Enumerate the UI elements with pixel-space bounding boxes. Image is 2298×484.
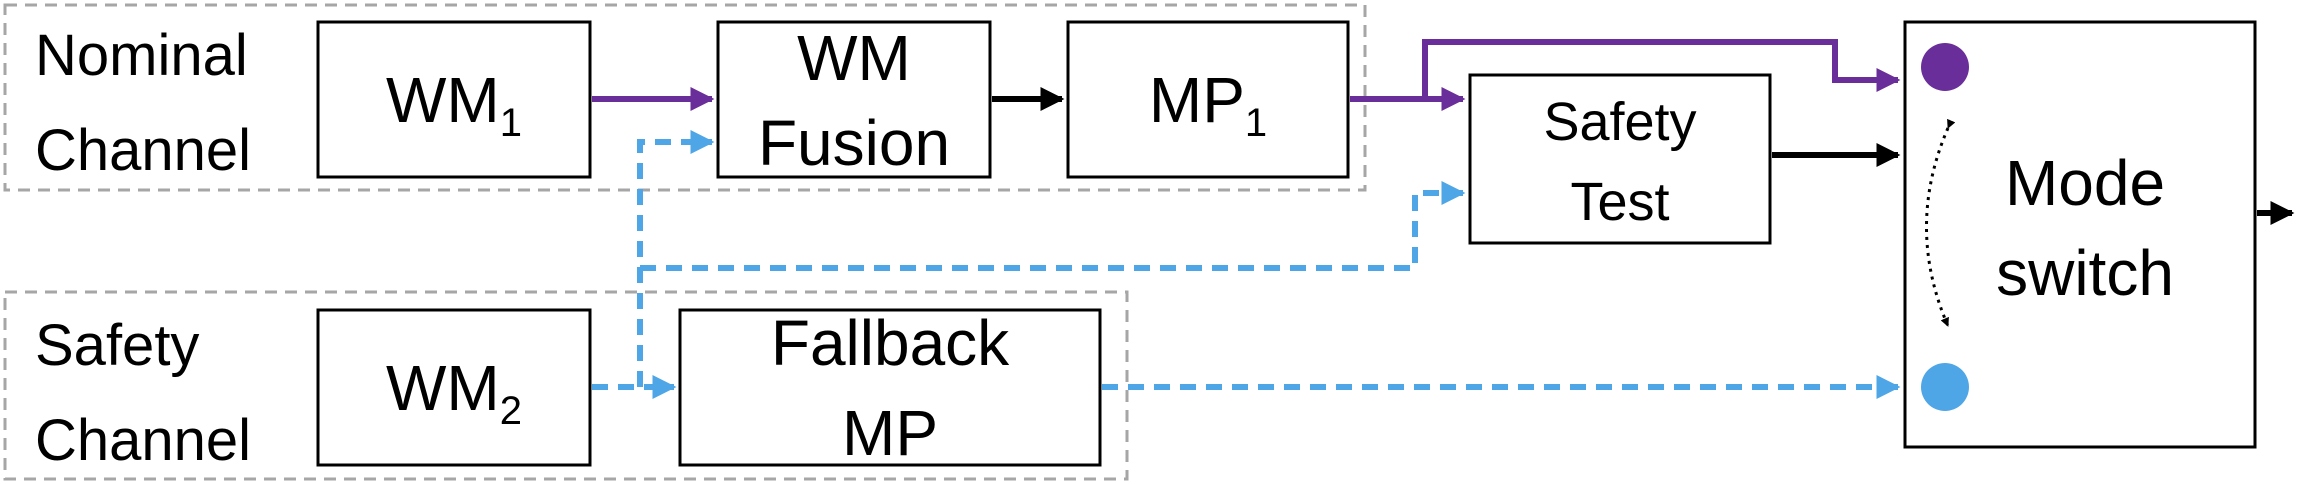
fallback-mp-block: Fallback MP	[678, 307, 1102, 469]
mp1-subscript: 1	[1245, 101, 1267, 145]
fallback-mp-label-line1: Fallback	[771, 307, 1010, 379]
nominal-input-dot	[1921, 43, 1969, 91]
safety-test-label-line1: Safety	[1543, 92, 1696, 152]
mode-switch-label-line1: Mode	[2005, 147, 2165, 219]
safety-input-dot	[1921, 363, 1969, 411]
safety-channel-label-line2: Channel	[35, 408, 251, 473]
nominal-channel-frame	[3, 3, 1367, 192]
wm-fusion-label-line2: Fusion	[758, 107, 950, 179]
switch-toggle-arrow	[1925, 118, 1956, 327]
arrow-mp1-to-mode-switch	[1350, 39, 1901, 102]
wm2-subscript: 2	[500, 389, 522, 433]
wm-fusion-label-line1: WM	[797, 22, 911, 94]
safety-test-label-line2: Test	[1570, 172, 1669, 232]
mp1-block: MP1	[1066, 20, 1350, 179]
arrow-wm2-to-safety-test	[640, 181, 1466, 271]
wm2-label: WM	[386, 352, 500, 424]
safety-channel-label-line1: Safety	[35, 313, 199, 378]
mp1-label: MP	[1149, 64, 1245, 136]
safety-test-block: Safety Test	[1468, 73, 1772, 245]
nominal-channel-label-line2: Channel	[35, 118, 251, 183]
mode-switch-label-line2: switch	[1996, 237, 2174, 309]
arrow-wm2-to-fusion	[637, 130, 715, 387]
svg-text:WM2: WM2	[386, 352, 522, 433]
nominal-channel-label-line1: Nominal	[35, 23, 248, 88]
wm1-block: WM1	[316, 20, 592, 179]
svg-text:MP1: MP1	[1149, 64, 1267, 145]
wm1-subscript: 1	[500, 101, 522, 145]
fallback-mp-label-line2: MP	[842, 397, 938, 469]
svg-text:WM1: WM1	[386, 64, 522, 145]
wm2-block: WM2	[316, 308, 592, 467]
wm1-label: WM	[386, 64, 500, 136]
wm-fusion-block: WM Fusion	[716, 20, 992, 179]
safety-channel-frame	[3, 290, 1129, 481]
mode-switch-block: Mode switch	[1903, 20, 2257, 449]
